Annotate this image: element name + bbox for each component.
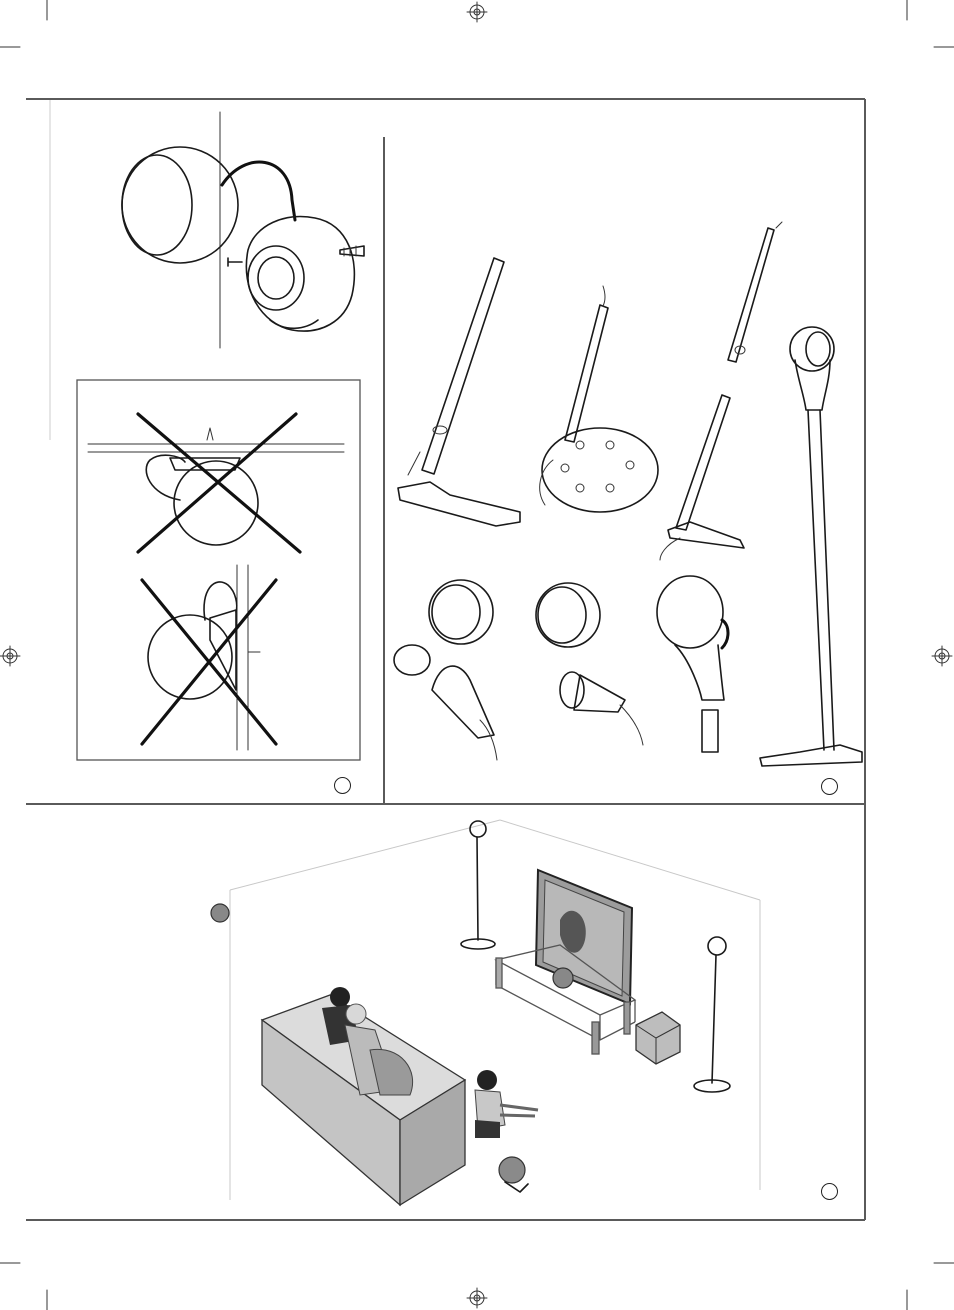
speaker-to-stand-step-1 [394, 580, 497, 760]
figure-frame [26, 99, 865, 1220]
room-setup-illustration [211, 820, 760, 1205]
speaker-to-stand-step-2 [536, 583, 643, 745]
wall-bracket [246, 217, 354, 332]
rear-right-speaker [499, 1157, 528, 1192]
stand-assembly-step-2 [540, 286, 658, 512]
rear-left-speaker [211, 904, 229, 922]
wall-plug-icon [340, 246, 364, 256]
speaker-cable [222, 162, 295, 220]
inverted-wall-mount-prohibited [142, 565, 276, 750]
television [536, 870, 632, 1004]
wall-mount-diagram [122, 112, 364, 348]
front-right-speaker [694, 937, 730, 1092]
figure-badge-wall-mount [334, 777, 351, 794]
speaker-sphere [122, 147, 238, 263]
figure-badge-room-setup [821, 1183, 838, 1200]
stand-assembly-step-3 [660, 222, 782, 560]
screw-icon [228, 258, 242, 266]
stand-assembly-step-1 [398, 258, 520, 526]
assembled-floor-stand [760, 327, 862, 766]
registration-mark-right-icon [932, 646, 952, 666]
registration-mark-top-icon [467, 2, 487, 22]
subwoofer [636, 1012, 680, 1064]
ceiling-mount-prohibited [88, 414, 344, 552]
figure-badge-floor-stand [821, 778, 838, 795]
speaker-to-stand-step-3 [657, 576, 728, 752]
sofa [262, 995, 465, 1205]
registration-mark-left-icon [0, 646, 20, 666]
front-left-speaker [461, 821, 495, 949]
prohibited-mounting-box [77, 380, 360, 760]
registration-mark-bottom-icon [467, 1288, 487, 1308]
center-speaker [553, 968, 573, 988]
